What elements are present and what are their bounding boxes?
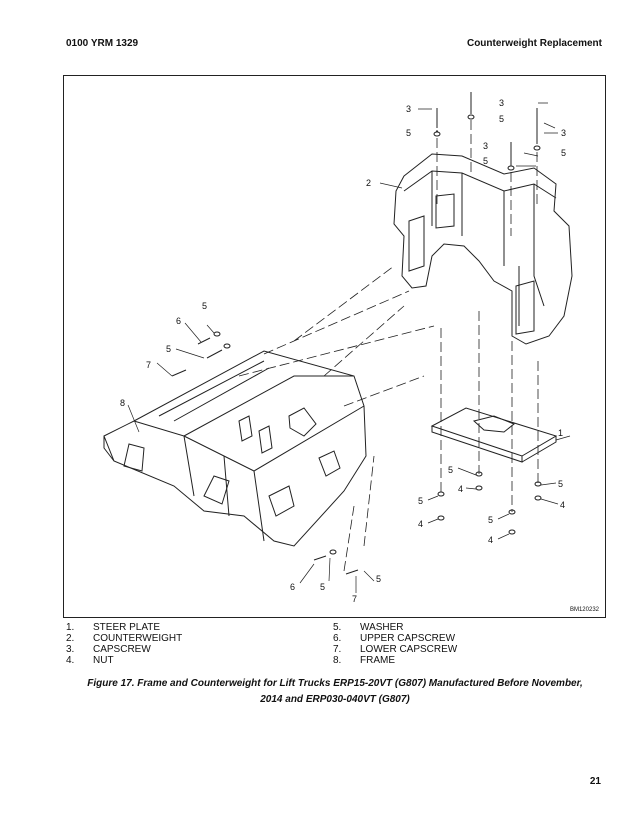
legend-item: 4. NUT	[66, 655, 182, 666]
legend-item: 6. UPPER CAPSCREW	[333, 633, 457, 644]
callout-5: 5	[483, 156, 488, 166]
legend-number: 8.	[333, 655, 342, 666]
callout-5: 5	[166, 344, 171, 354]
alignment-lines	[238, 120, 539, 572]
callout-5: 5	[561, 148, 566, 158]
callout-3: 3	[406, 104, 411, 114]
callout-4: 4	[458, 484, 463, 494]
legend-item: 8. FRAME	[333, 655, 457, 666]
legend-left-column: 1. STEER PLATE 2. COUNTERWEIGHT 3. CAPSCREW…	[66, 622, 182, 666]
callout-7: 7	[146, 360, 151, 370]
figure-caption: Figure 17. Frame and Counterweight for L…	[70, 676, 600, 708]
callout-4: 4	[418, 519, 423, 529]
fastener-drawings	[171, 92, 542, 575]
legend-item: 2. COUNTERWEIGHT	[66, 633, 182, 644]
callout-labels: 3 5 3 5 3 5 3 5 2 1 5 6 5 7 8 6 5 7 5 5 …	[120, 98, 566, 604]
exploded-diagram: 3 5 3 5 3 5 3 5 2 1 5 6 5 7 8 6 5 7 5 5 …	[103, 92, 573, 604]
legend-text: UPPER CAPSCREW	[360, 633, 456, 644]
legend-number: 7.	[333, 644, 342, 655]
caption-line-2: 2014 and ERP030-040VT (G807)	[260, 694, 410, 705]
legend-text: NUT	[93, 655, 114, 666]
callout-5: 5	[448, 465, 453, 475]
legend-item: 7. LOWER CAPSCREW	[333, 644, 457, 655]
exploded-view-figure: 3 5 3 5 3 5 3 5 2 1 5 6 5 7 8 6 5 7 5 5 …	[63, 75, 606, 618]
callout-5: 5	[406, 128, 411, 138]
callout-6: 6	[176, 316, 181, 326]
callout-5: 5	[499, 114, 504, 124]
legend-number: 6.	[333, 633, 342, 644]
legend-number: 4.	[66, 655, 75, 666]
steer-plate-drawing	[430, 407, 558, 463]
callout-3: 3	[499, 98, 504, 108]
legend-number: 5.	[333, 622, 342, 633]
callout-3: 3	[561, 128, 566, 138]
callout-5: 5	[558, 479, 563, 489]
legend-number: 3.	[66, 644, 75, 655]
legend-text: STEER PLATE	[93, 622, 161, 633]
frame-drawing	[103, 350, 367, 547]
callout-5: 5	[376, 574, 381, 584]
callout-7: 7	[352, 594, 357, 604]
legend-number: 2.	[66, 633, 75, 644]
legend-text: FRAME	[360, 655, 395, 666]
section-title: Counterweight Replacement	[466, 38, 602, 49]
legend-text: LOWER CAPSCREW	[360, 644, 458, 655]
legend-right-column: 5. WASHER 6. UPPER CAPSCREW 7. LOWER CAPSCR…	[333, 622, 457, 666]
counterweight-drawing	[393, 153, 573, 345]
legend-text: CAPSCREW	[93, 644, 151, 655]
figure-id-label: BM120232	[569, 607, 599, 613]
legend-text: COUNTERWEIGHT	[93, 633, 183, 644]
callout-1: 1	[558, 428, 563, 438]
callout-5: 5	[488, 515, 493, 525]
doc-code: 0100 YRM 1329	[66, 38, 139, 49]
legend-text: WASHER	[360, 622, 404, 633]
leader-lines	[127, 102, 571, 593]
callout-8: 8	[120, 398, 125, 408]
callout-5: 5	[418, 496, 423, 506]
callout-5: 5	[320, 582, 325, 592]
caption-line-1: Figure 17. Frame and Counterweight for L…	[87, 678, 583, 689]
callout-3: 3	[483, 141, 488, 151]
callout-6: 6	[290, 582, 295, 592]
callout-4: 4	[488, 535, 493, 545]
legend-item: 3. CAPSCREW	[66, 644, 182, 655]
callout-5: 5	[202, 301, 207, 311]
legend-item: 1. STEER PLATE	[66, 622, 182, 633]
legend-number: 1.	[66, 622, 75, 633]
legend-item: 5. WASHER	[333, 622, 457, 633]
page-number: 21	[589, 776, 601, 787]
callout-4: 4	[560, 500, 565, 510]
callout-2: 2	[366, 178, 371, 188]
